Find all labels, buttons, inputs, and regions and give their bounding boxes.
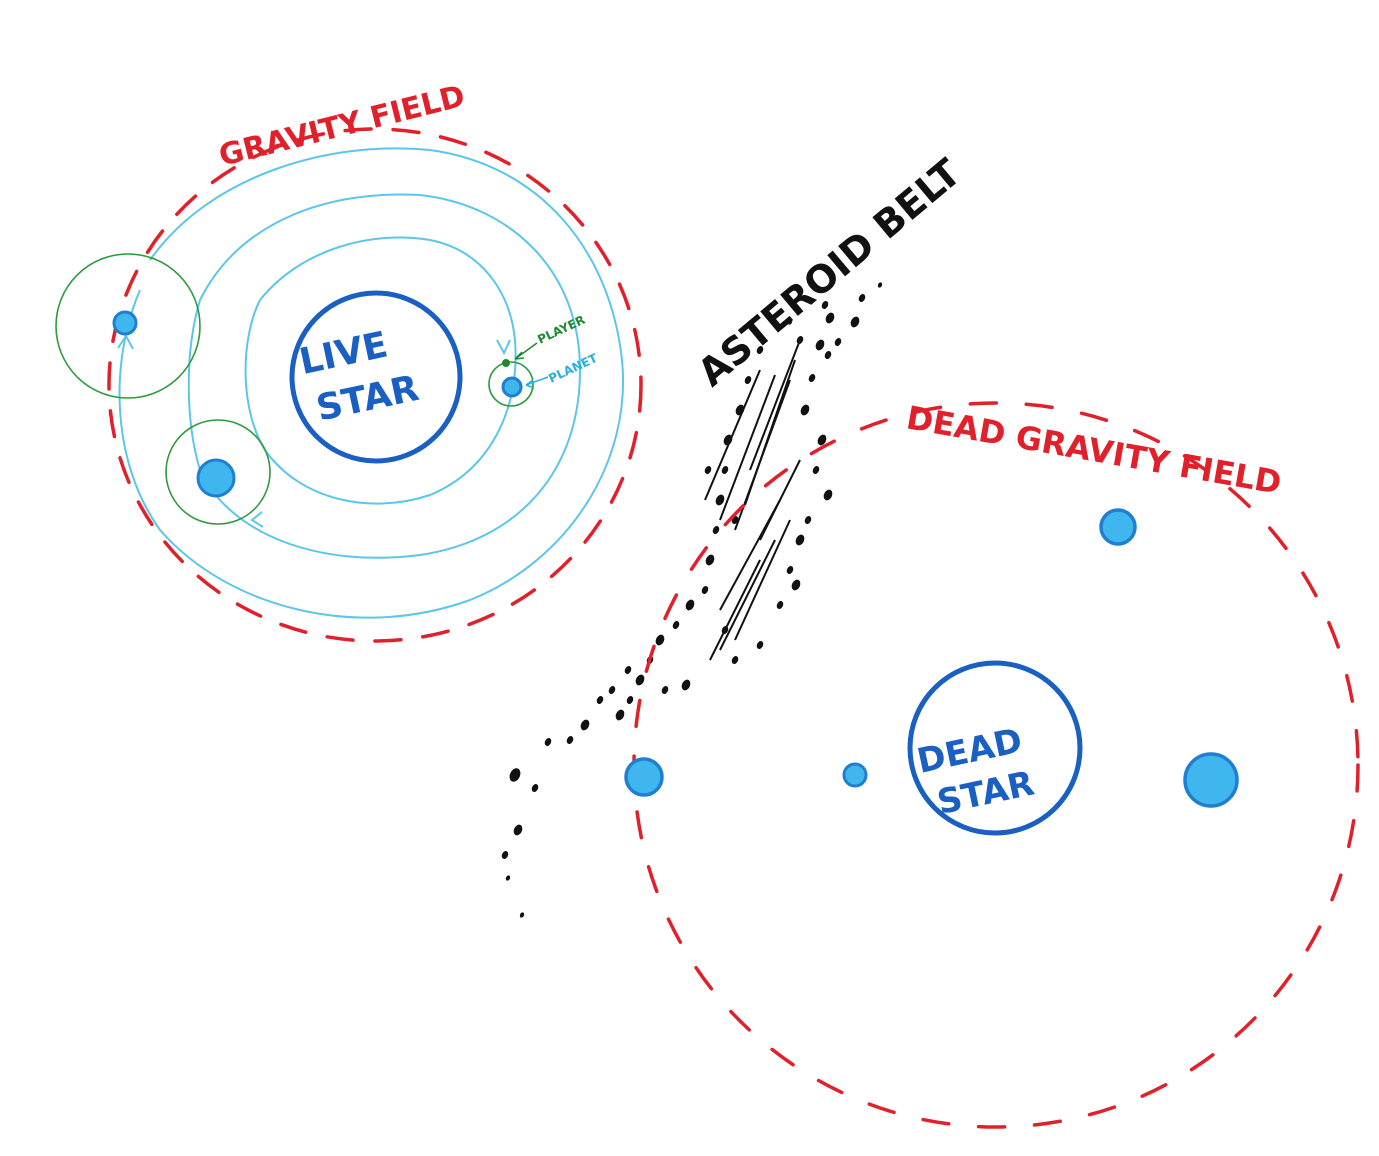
asteroid <box>661 685 669 695</box>
asteroid <box>815 339 825 351</box>
outer-orbit <box>118 147 624 619</box>
asteroid <box>655 634 665 646</box>
asteroid <box>513 824 523 836</box>
asteroid <box>795 534 805 546</box>
asteroid <box>808 373 816 383</box>
asteroid <box>723 434 733 446</box>
asteroid <box>501 850 509 860</box>
asteroid <box>787 319 793 325</box>
player-arrow <box>514 342 538 360</box>
orbit-arrow-3 <box>250 511 264 528</box>
asteroid <box>735 404 745 416</box>
live-system: LIVE STAR PLAYER PLANET GRAVITY FIELD <box>55 79 643 643</box>
asteroid <box>858 293 866 303</box>
dead-planet-left <box>624 757 664 797</box>
asteroid <box>834 337 842 347</box>
asteroid <box>821 300 829 310</box>
asteroid <box>817 434 827 446</box>
asteroid <box>615 709 625 721</box>
asteroid <box>596 695 604 705</box>
asteroid <box>756 640 764 650</box>
asteroid <box>715 494 725 506</box>
asteroid <box>505 875 511 881</box>
dead-planet-top-right <box>1099 508 1137 546</box>
asteroid <box>544 737 552 747</box>
asteroid <box>824 350 832 360</box>
dead-gravity-field-label: DEAD GRAVITY FIELD <box>904 398 1285 501</box>
planet-arrow <box>525 376 549 389</box>
asteroid-belt: ASTEROID BELT <box>501 150 970 918</box>
asteroid <box>796 335 804 345</box>
asteroid <box>812 465 820 475</box>
asteroid <box>712 525 720 535</box>
asteroid <box>804 515 812 525</box>
asteroid <box>624 665 632 675</box>
asteroid <box>721 465 729 475</box>
planet-label: PLANET <box>546 351 600 386</box>
asteroid <box>877 282 883 288</box>
asteroid <box>705 554 715 566</box>
asteroid <box>701 585 709 595</box>
orbit-arrow-1 <box>496 339 511 356</box>
planet-left <box>112 310 138 336</box>
asteroid <box>786 565 794 575</box>
asteroid <box>756 345 764 355</box>
dead-planet-right <box>1183 752 1239 808</box>
gravity-field-boundary <box>107 127 643 643</box>
asteroid <box>509 768 521 782</box>
asteroid-belt-label: ASTEROID BELT <box>690 150 970 395</box>
asteroid <box>531 783 539 793</box>
asteroid <box>731 655 739 665</box>
asteroid <box>635 674 645 686</box>
moon-orbit-small <box>488 361 534 407</box>
asteroid <box>608 685 616 695</box>
asteroid <box>776 600 784 610</box>
asteroid <box>850 316 860 328</box>
asteroid <box>681 679 691 691</box>
live-star <box>289 290 463 464</box>
moon-orbit-left <box>55 253 201 399</box>
player-dot <box>502 359 510 367</box>
moon-orbit-bottom <box>165 419 271 525</box>
gravity-field-label: GRAVITY FIELD <box>215 79 468 174</box>
asteroid <box>800 404 810 416</box>
planet-bottom <box>196 458 236 498</box>
asteroid <box>823 489 833 501</box>
asteroid <box>580 719 590 731</box>
asteroid <box>519 912 525 918</box>
asteroid <box>791 579 801 591</box>
dead-star <box>907 660 1083 836</box>
asteroid <box>704 465 712 475</box>
asteroid <box>744 375 752 385</box>
asteroid <box>825 312 835 324</box>
dead-system: DEAD STAR DEAD GRAVITY FIELD <box>624 398 1360 1129</box>
asteroid <box>566 735 574 745</box>
asteroid-streaks <box>704 339 801 661</box>
asteroid <box>685 599 695 611</box>
player-label: PLAYER <box>535 313 587 347</box>
orbit-arrow-2 <box>117 334 134 350</box>
asteroid <box>672 620 680 630</box>
asteroid <box>626 695 634 705</box>
planet-small <box>501 376 523 398</box>
dead-planet-small <box>842 762 868 788</box>
asteroid <box>721 625 729 635</box>
